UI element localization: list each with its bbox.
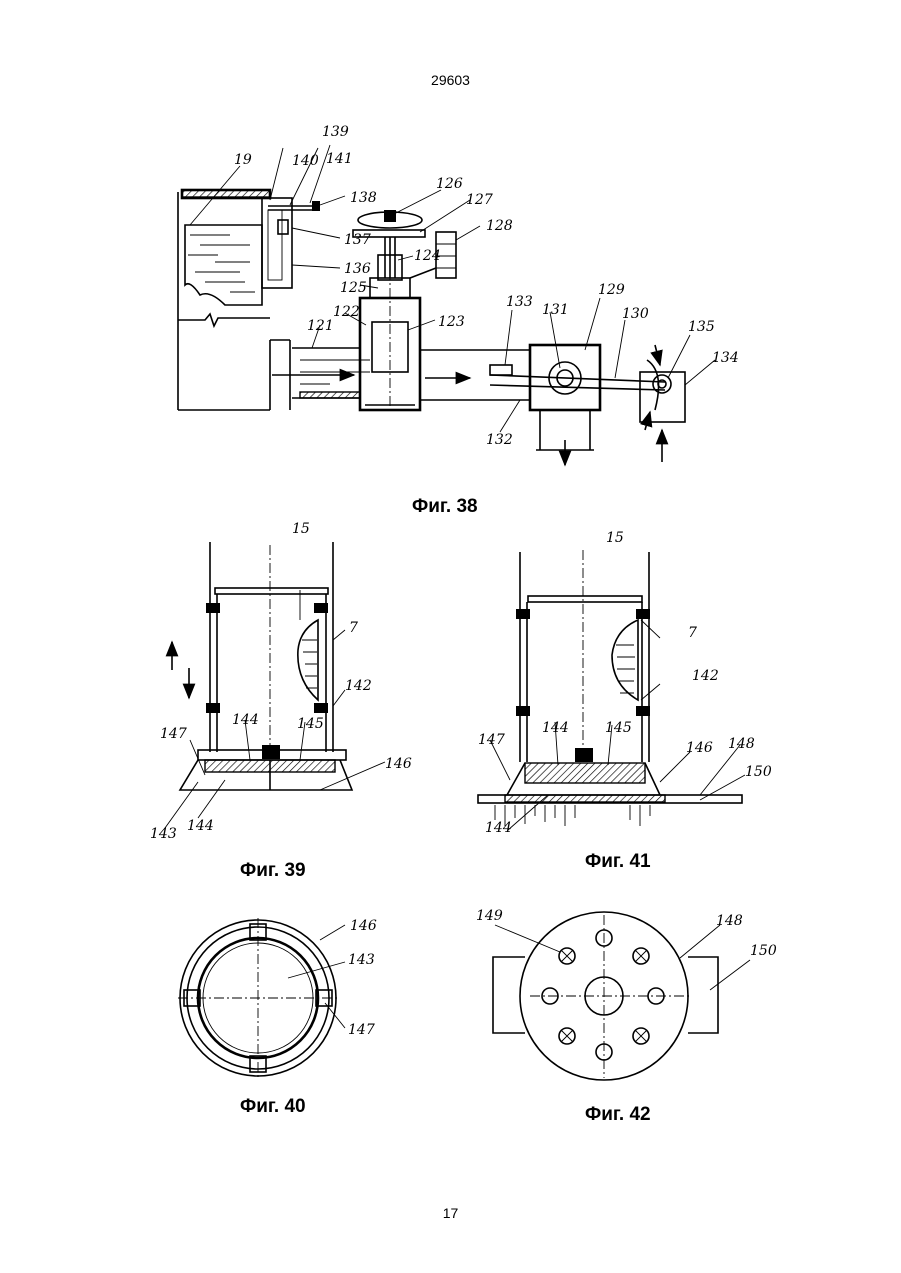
label: 147 [160,726,187,742]
figure-40-labels: 146 143 147 [348,918,377,1038]
label: 147 [348,1022,375,1038]
label: 146 [686,740,713,756]
label: 144 [542,720,569,736]
figure-41-drawing: 15 7 142 147 144 145 146 148 150 144 [478,530,772,836]
figure-40-drawing: 146 143 147 [178,918,377,1078]
figure-39-caption: Фиг. 39 [240,860,306,882]
label: 144 [232,712,259,728]
label: 128 [486,218,513,234]
figure-40-caption: Фиг. 40 [240,1096,306,1118]
label: 146 [385,756,412,772]
label: 129 [598,282,625,298]
label: 143 [150,826,177,842]
figure-41-caption: Фиг. 41 [585,851,651,873]
figure-42-caption: Фиг. 42 [585,1104,651,1126]
label: 15 [292,521,310,537]
label: 139 [322,124,349,140]
label: 144 [485,820,512,836]
label: 127 [466,192,493,208]
label: 136 [344,261,371,277]
label: 132 [486,432,513,448]
label: 143 [348,952,375,968]
figure-42-drawing: 149 148 150 [476,908,777,1080]
label: 145 [605,720,632,736]
label: 126 [436,176,463,192]
label: 146 [350,918,377,934]
label: 125 [340,280,367,296]
figure-38-caption: Фиг. 38 [412,496,478,518]
label: 150 [750,943,777,959]
figure-41-labels: 15 7 142 147 144 145 146 148 150 144 [478,530,772,836]
label: 123 [438,314,465,330]
label: 15 [606,530,624,546]
label: 121 [307,318,334,334]
figure-38-drawing: 19 139 140 141 138 137 136 126 127 128 1… [178,124,739,465]
label: 138 [350,190,377,206]
label: 122 [333,304,360,320]
label: 131 [542,302,569,318]
label: 141 [326,151,353,167]
label: 149 [476,908,503,924]
label: 148 [728,736,755,752]
label: 145 [297,716,324,732]
label: 142 [345,678,372,694]
label: 130 [622,306,649,322]
label: 19 [234,152,252,168]
label: 140 [292,153,319,169]
label: 137 [344,232,371,248]
label: 124 [414,248,441,264]
page-footer-number: 17 [0,1205,901,1221]
label: 142 [692,668,719,684]
label: 147 [478,732,505,748]
label: 135 [688,319,715,335]
label: 134 [712,350,739,366]
label: 144 [187,818,214,834]
label: 150 [745,764,772,780]
label: 148 [716,913,743,929]
label: 7 [688,625,697,641]
label: 133 [506,294,533,310]
figure-39-drawing: 15 7 142 147 144 145 146 143 144 [150,521,412,842]
label: 7 [349,620,358,636]
